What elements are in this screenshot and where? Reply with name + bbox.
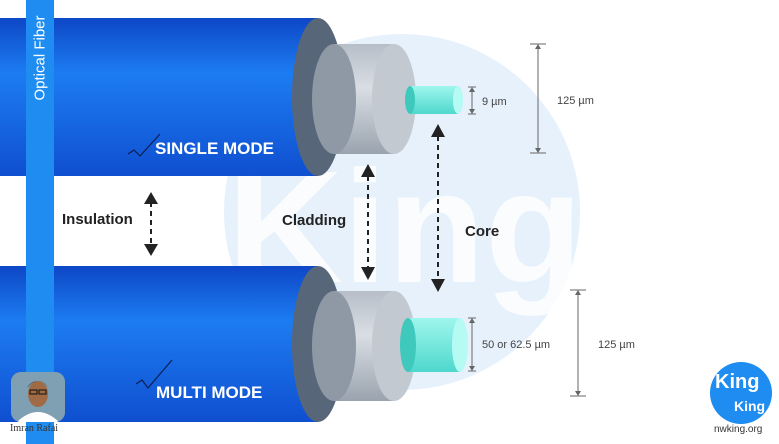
multi-core-dimension	[468, 317, 476, 372]
brand-logo: King King	[710, 362, 772, 424]
single-cladding-dimension	[530, 43, 546, 154]
author-avatar-image	[11, 372, 65, 422]
multi-mode-cladding-end	[312, 291, 356, 401]
single-mode-core-face	[453, 86, 463, 114]
core-arrow	[431, 124, 445, 292]
brand-site: nwking.org	[714, 424, 763, 435]
side-label: Optical Fiber	[31, 15, 49, 101]
core-label: Core	[465, 223, 499, 240]
insulation-label: Insulation	[62, 211, 133, 228]
brand-logo-bottom: King	[734, 398, 766, 414]
single-core-dimension	[468, 86, 476, 115]
multi-mode-core	[408, 318, 460, 372]
single-cladding-dimension-label: 125 µm	[557, 95, 594, 107]
brand-logo-top: King	[715, 371, 760, 393]
multi-mode-core-end	[400, 318, 416, 372]
author-name: Imran Rafai	[10, 423, 59, 434]
insulation-arrow	[144, 192, 158, 256]
single-mode-cladding-face	[372, 44, 416, 154]
single-mode-check-mark	[127, 133, 161, 157]
single-mode-core	[410, 86, 458, 114]
single-core-dimension-label: 9 µm	[482, 96, 507, 108]
single-mode-cladding-end	[312, 44, 356, 154]
multi-cladding-dimension-label: 125 µm	[598, 339, 635, 351]
multi-mode-core-face	[452, 318, 468, 372]
side-band	[26, 0, 54, 444]
single-mode-core-end	[405, 86, 415, 114]
cladding-arrow	[361, 164, 375, 280]
multi-mode-cladding-face	[372, 291, 416, 401]
single-mode-label: SINGLE MODE	[155, 139, 274, 158]
cladding-label: Cladding	[282, 212, 346, 229]
multi-core-dimension-label: 50 or 62.5 µm	[482, 339, 550, 351]
multi-cladding-dimension	[570, 289, 586, 397]
multi-mode-check-mark	[135, 359, 173, 389]
author-avatar	[11, 372, 65, 422]
multi-mode-label: MULTI MODE	[156, 383, 262, 402]
